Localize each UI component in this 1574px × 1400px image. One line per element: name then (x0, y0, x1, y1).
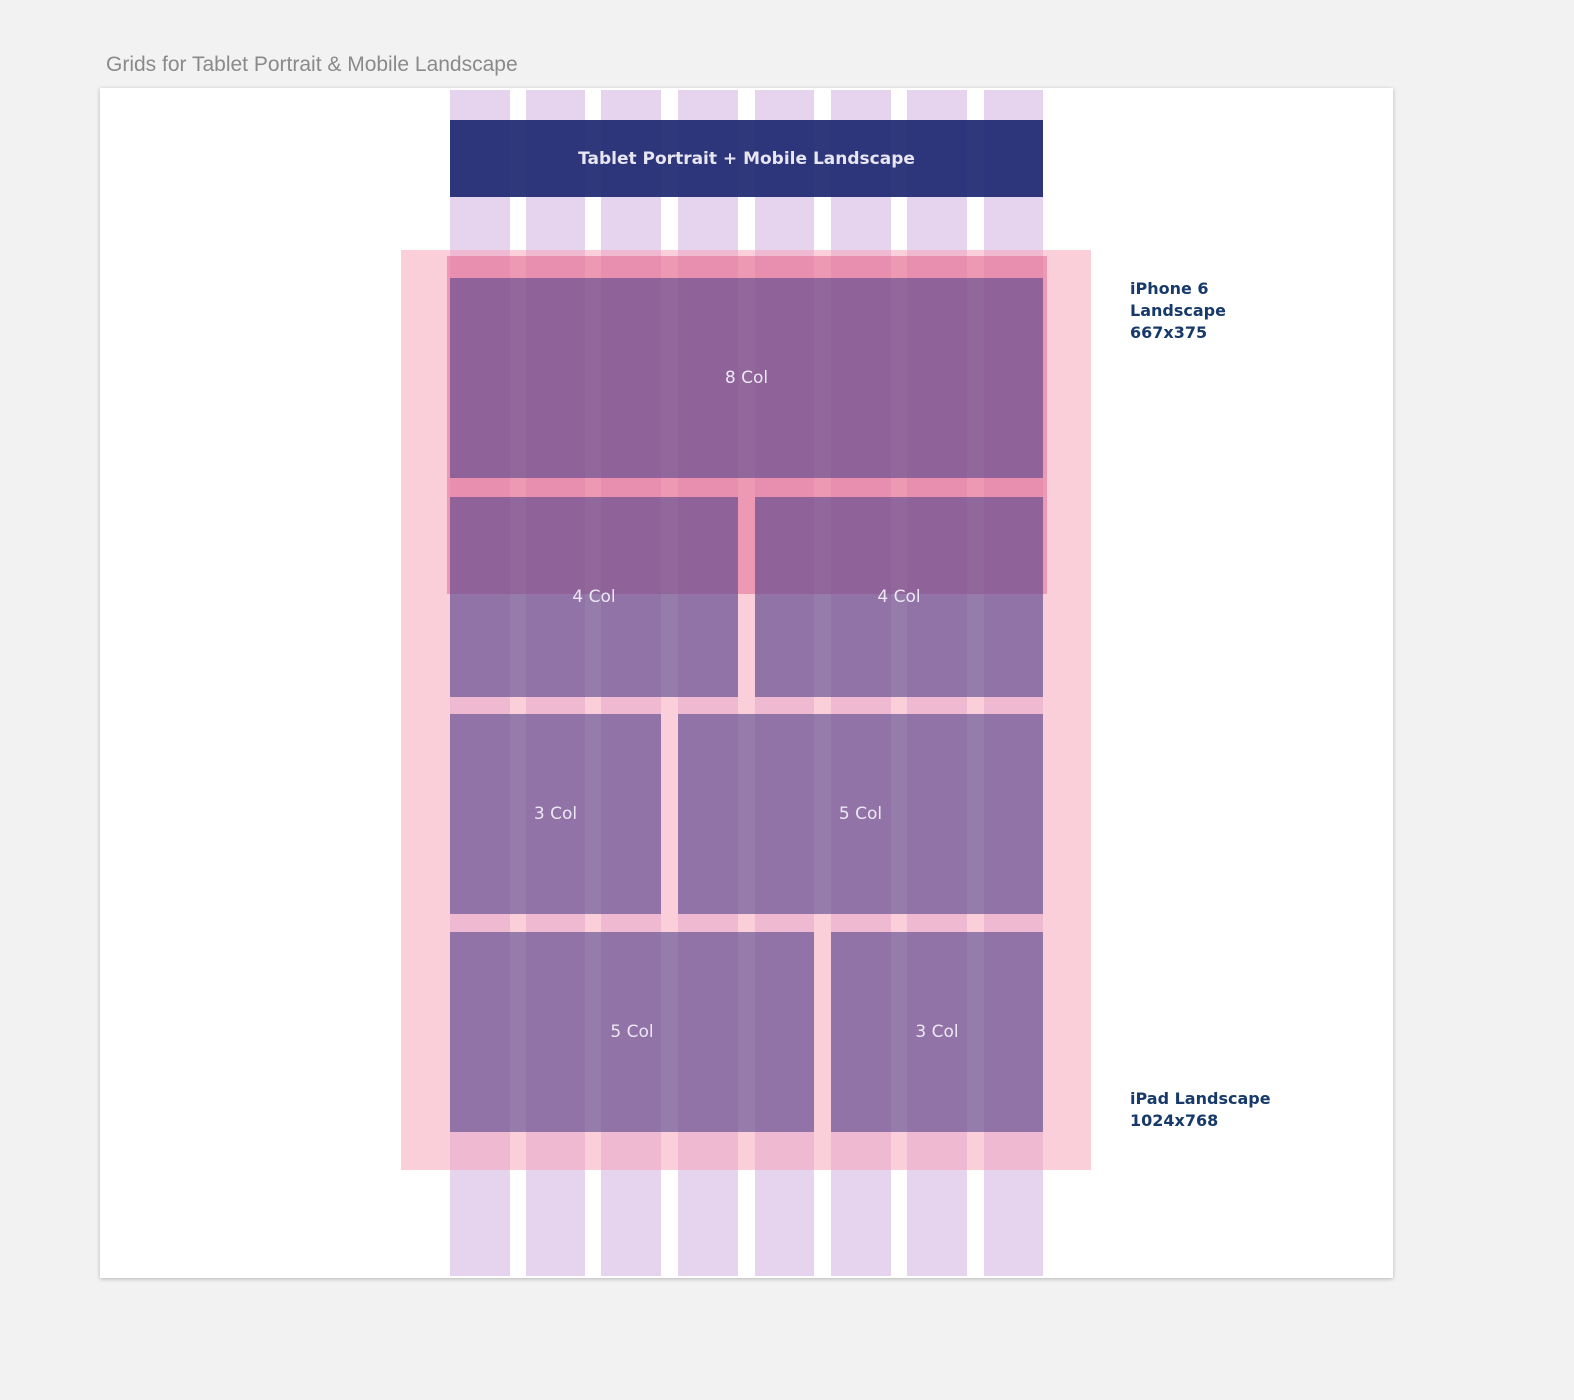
ipad-name: iPad Landscape (1130, 1089, 1271, 1108)
block-label: 5 Col (610, 1022, 654, 1042)
artboard: Tablet Portrait + Mobile Landscape 8 Col… (100, 88, 1393, 1278)
grid-header-band: Tablet Portrait + Mobile Landscape (450, 120, 1043, 197)
block-label: 4 Col (572, 587, 616, 607)
block-label: 5 Col (838, 804, 883, 824)
block-label: 3 Col (533, 804, 578, 824)
block-3-col-left: 3 Col (450, 714, 661, 914)
page-title: Grids for Tablet Portrait & Mobile Lands… (106, 53, 518, 76)
block-4-col-left: 4 Col (450, 497, 738, 697)
ipad-device-label: iPad Landscape 1024x768 (1130, 1088, 1271, 1132)
ipad-size: 1024x768 (1130, 1111, 1219, 1130)
block-3-col-right: 3 Col (831, 932, 1043, 1132)
iphone-name: iPhone 6 (1130, 279, 1209, 298)
block-label: 3 Col (915, 1022, 959, 1042)
block-8-col: 8 Col (450, 278, 1043, 478)
block-5-col-right: 5 Col (678, 714, 1043, 914)
grid-header-label: Tablet Portrait + Mobile Landscape (578, 148, 915, 169)
iphone-device-label: iPhone 6 Landscape 667x375 (1130, 278, 1226, 344)
block-label: 4 Col (877, 587, 921, 607)
iphone-orientation: Landscape (1130, 301, 1226, 320)
block-4-col-right: 4 Col (755, 497, 1043, 697)
block-label: 8 Col (724, 368, 769, 388)
iphone-size: 667x375 (1130, 323, 1208, 342)
block-5-col-left: 5 Col (450, 932, 814, 1132)
